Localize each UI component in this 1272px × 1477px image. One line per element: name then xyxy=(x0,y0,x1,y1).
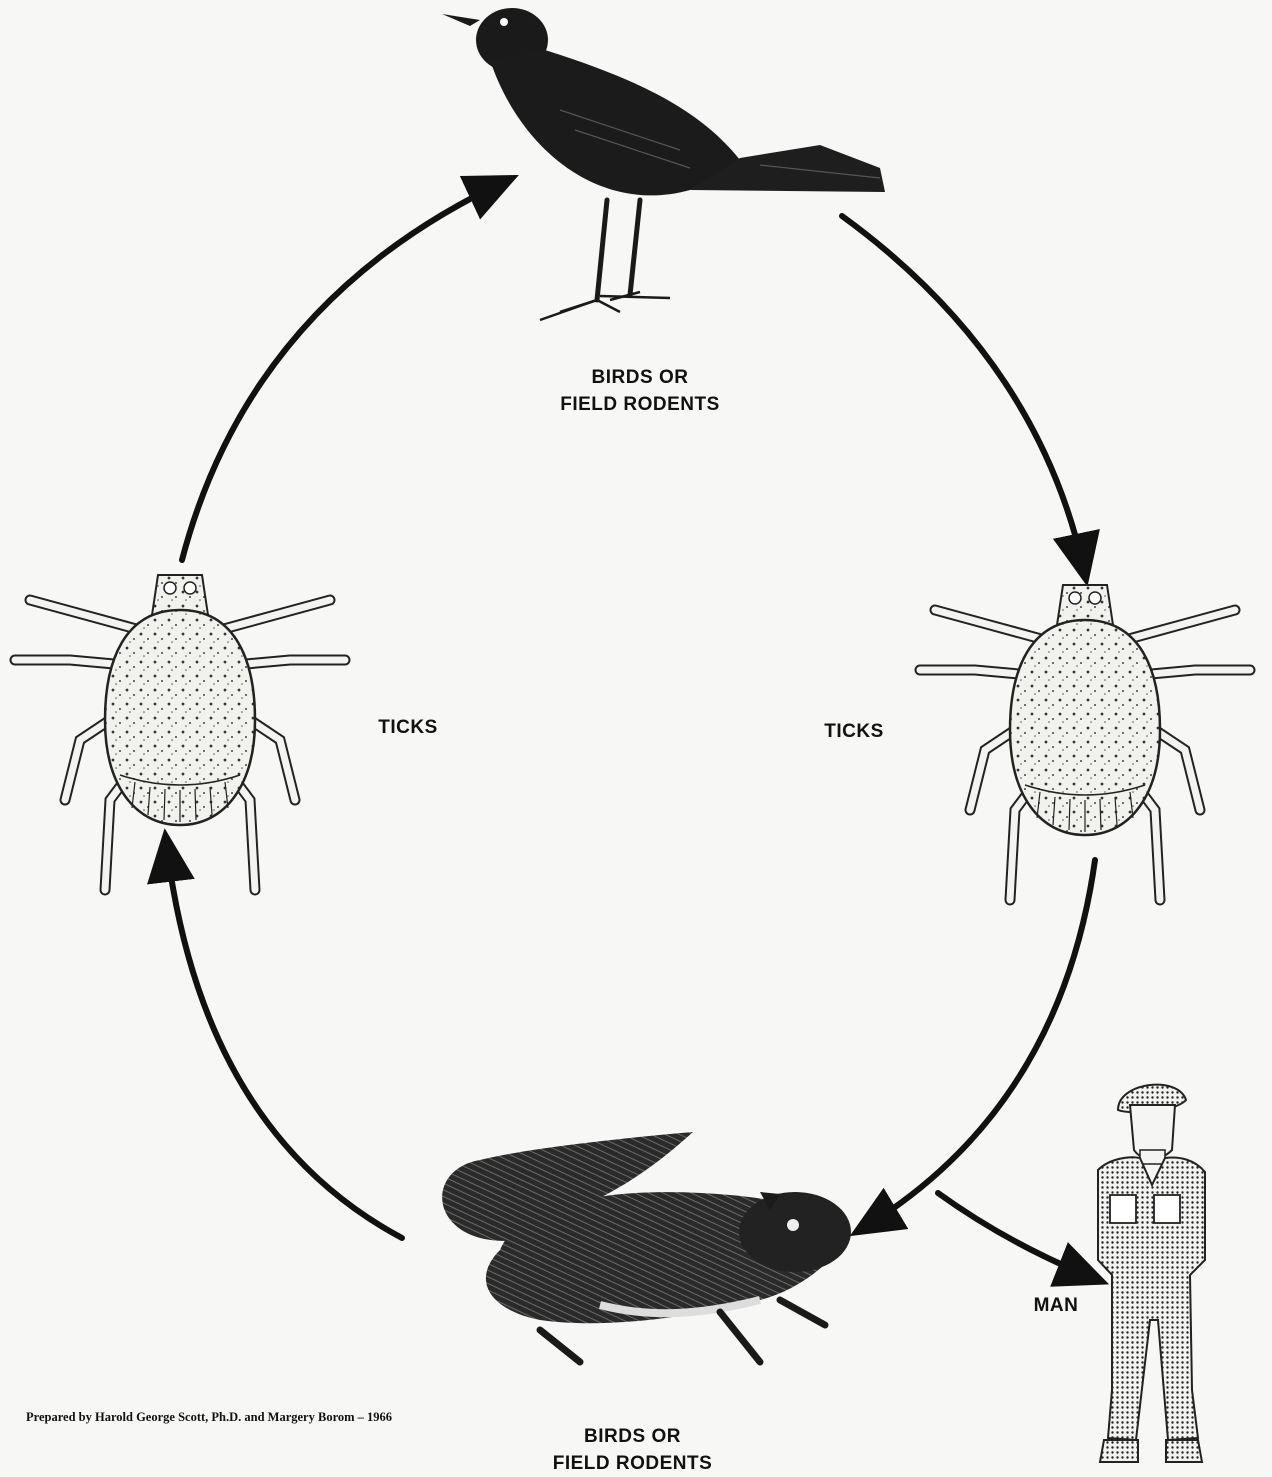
bird-icon xyxy=(442,8,885,320)
arrow-rodent-to-man xyxy=(938,1193,1098,1280)
squirrel-icon xyxy=(442,1132,851,1362)
arrow-bird-to-right-tick xyxy=(842,216,1085,575)
top-host-label-line2: FIELD RODENTS xyxy=(560,391,720,418)
tick-left-icon xyxy=(15,575,345,890)
bottom-host-label-line1: BIRDS OR xyxy=(545,1423,720,1450)
credit-line: Prepared by Harold George Scott, Ph.D. a… xyxy=(26,1410,392,1425)
arrow-right-tick-to-rodent xyxy=(860,860,1095,1230)
left-tick-label: TICKS xyxy=(368,714,448,741)
top-host-label: BIRDS OR FIELD RODENTS xyxy=(560,364,720,418)
bottom-host-label: BIRDS OR FIELD RODENTS xyxy=(545,1423,720,1477)
right-tick-label: TICKS xyxy=(814,718,894,745)
bottom-host-label-line2: FIELD RODENTS xyxy=(545,1450,720,1477)
tick-right-icon xyxy=(920,585,1250,900)
man-label: MAN xyxy=(1026,1292,1086,1319)
arrow-rodent-to-left-tick xyxy=(166,840,402,1238)
top-host-label-line1: BIRDS OR xyxy=(560,364,720,391)
arrow-left-tick-to-bird xyxy=(182,180,508,560)
man-icon xyxy=(1098,1085,1205,1462)
